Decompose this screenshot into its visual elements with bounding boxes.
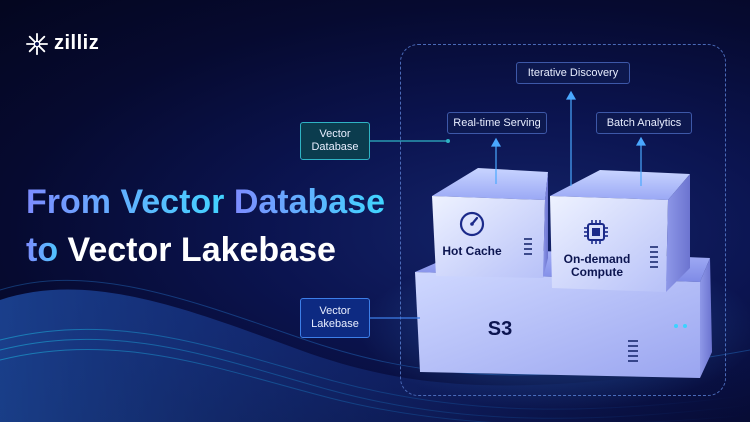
headline-line2-part2: Vector Lakebase [67,231,336,269]
headline-line1-part1: From Vector [26,183,234,221]
label-vector-lakebase: Vector Lakebase [300,298,370,338]
compute-vent-icon [650,246,658,268]
label-batch-analytics: Batch Analytics [596,112,692,134]
connector-dot-vector-database [446,139,450,143]
sparkle-icon [26,32,48,55]
hot-cache-box [432,168,548,278]
label-iterative-discovery: Iterative Discovery [516,62,630,84]
s3-vent-icon [628,340,638,362]
headline-line2-part1: to [26,231,68,269]
chip-icon [584,220,608,244]
arrowhead-batch [635,136,647,146]
speedometer-icon [459,211,485,237]
hot-cache-vent-icon [524,238,532,255]
headline: From Vector Database to Vector Lakebase [26,178,385,274]
brand-name: zilliz [54,32,100,54]
headline-line1-part2: Database [233,183,386,221]
label-vector-database: Vector Database [300,122,370,160]
arrowhead-realtime [490,137,502,147]
s3-led-2 [683,324,687,328]
headline-line-2: to Vector Lakebase [26,226,385,274]
s3-led-1 [674,324,678,328]
brand-logo[interactable]: zilliz [26,32,99,55]
hot-cache-label: Hot Cache [442,244,502,258]
compute-label-line-1: On-demand [563,252,631,266]
s3-label: S3 [487,318,513,340]
headline-line-1: From Vector Database [26,178,385,226]
arrowhead-iterative [565,90,577,100]
label-realtime-serving: Real-time Serving [447,112,547,134]
compute-label-line-2: Compute [571,265,623,279]
compute-box [550,170,690,292]
